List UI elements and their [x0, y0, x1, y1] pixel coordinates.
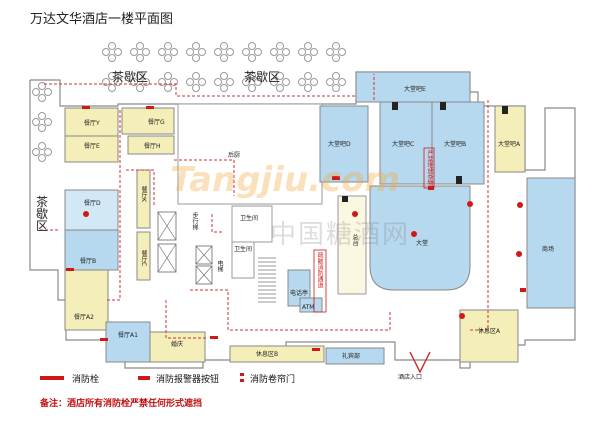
- label-mall: 商场: [542, 246, 555, 253]
- tea-table-icon: [270, 42, 290, 62]
- label-rest-a: 休息区A: [478, 328, 501, 335]
- page-title: 万达文华酒店一楼平面图: [30, 12, 174, 27]
- label-tea-top-right: 茶歇区: [244, 70, 281, 84]
- legend-note: 备注：酒店所有消防栓严禁任何形式遮挡: [40, 399, 203, 409]
- label-restaurant-c: 餐厅C: [140, 250, 147, 267]
- label-phone: 电话亭: [290, 290, 309, 297]
- label-ballroom-e: 大堂吧E: [404, 86, 426, 93]
- tea-table-icon: [242, 42, 262, 62]
- alarm-swatch: [138, 376, 150, 380]
- label-tea-top-left: 茶歇区: [112, 70, 149, 84]
- label-toilet-1: 卫生间: [240, 215, 259, 222]
- tea-table-icon: [186, 42, 206, 62]
- tea-table-icon: [102, 42, 122, 62]
- tea-table-icon: [130, 42, 150, 62]
- tea-table-icon: [186, 72, 206, 92]
- tea-table-icon: [130, 72, 150, 92]
- watermark-en: Tangjiu.com: [170, 160, 401, 200]
- label-elevator: 电梯: [216, 260, 223, 272]
- tea-table-icon: [32, 142, 52, 162]
- label-ballroom-d: 大堂吧D: [328, 141, 351, 148]
- label-restaurant-d: 餐厅D: [84, 200, 101, 207]
- label-gift: 礼宾部: [342, 353, 361, 360]
- label-rest-b: 休息区B: [256, 351, 279, 358]
- label-restaurant-y: 餐厅Y: [84, 120, 100, 127]
- label-restaurant-b: 餐厅B: [80, 258, 97, 265]
- label-restaurant-g: 餐厅G: [148, 119, 165, 126]
- label-restaurant-e: 餐厅E: [84, 143, 100, 150]
- hydrant-swatch: [40, 376, 64, 380]
- tea-table-icon: [298, 72, 318, 92]
- label-escape-note-2: 严禁堆放杂物: [426, 150, 433, 186]
- label-toilet-2: 卫生间: [234, 246, 253, 253]
- legend-hydrant: 消防栓: [72, 375, 100, 385]
- label-ballroom-a: 大堂吧A: [498, 141, 521, 148]
- tea-table-icon: [214, 42, 234, 62]
- label-atm: ATM: [302, 304, 315, 311]
- tea-table-icon: [326, 72, 346, 92]
- tea-table-icon: [214, 72, 234, 92]
- label-ballroom-b: 大堂吧B: [444, 141, 467, 148]
- label-tea-left: 茶歇区: [36, 195, 49, 233]
- tea-table-icon: [32, 112, 52, 132]
- tea-table-icon: [32, 82, 52, 102]
- label-stage: 总台: [351, 234, 358, 246]
- tea-table-icon: [158, 72, 178, 92]
- label-restaurant-h: 餐厅H: [144, 143, 161, 150]
- label-wedding: 婚庆: [171, 341, 184, 348]
- label-restaurant-a1: 餐厅A1: [118, 332, 138, 339]
- legend-shutter: 消防卷帘门: [250, 375, 296, 385]
- label-stair: 步行梯: [191, 212, 198, 230]
- label-ballroom-c: 大堂吧C: [392, 141, 415, 148]
- tea-break-seating: [32, 42, 346, 162]
- label-kitchen: 后厨: [228, 152, 241, 159]
- tea-table-icon: [298, 42, 318, 62]
- label-restaurant-k: 餐厅K: [140, 186, 147, 202]
- tea-table-icon: [326, 42, 346, 62]
- tea-table-icon: [242, 72, 262, 92]
- label-escape-note-1: 疏散消防通道: [316, 252, 323, 288]
- shutter-swatch: [240, 373, 244, 382]
- label-entrance: 酒店入口: [398, 374, 423, 381]
- label-lobby: 大堂: [416, 240, 429, 247]
- legend-alarm: 消防报警器按钮: [156, 375, 220, 385]
- watermark-cn: 中国糖酒网: [270, 220, 411, 250]
- tea-table-icon: [158, 42, 178, 62]
- tea-table-icon: [102, 72, 122, 92]
- tea-table-icon: [270, 72, 290, 92]
- label-restaurant-a2: 餐厅A2: [74, 314, 94, 321]
